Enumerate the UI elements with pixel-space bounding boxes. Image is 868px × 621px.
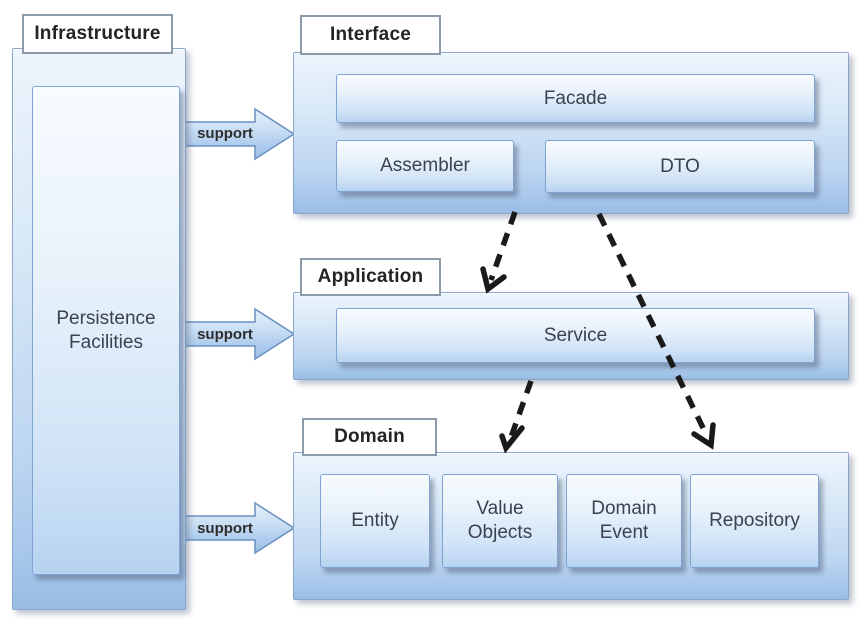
domain-label: Domain <box>302 418 437 456</box>
domain-event-label: Domain Event <box>591 498 657 543</box>
entity-box: Entity <box>320 474 430 568</box>
application-label-text: Application <box>317 266 424 287</box>
domain-label-text: Domain <box>334 426 405 447</box>
persistence-facilities-label: Persistence Facilities <box>56 307 156 353</box>
dashed-arrow-application-to-domain <box>499 380 534 454</box>
support-arrow-to-application <box>183 307 296 361</box>
support-arrow-label: support <box>197 326 253 343</box>
repository-box: Repository <box>690 474 819 568</box>
domain-event-box: Domain Event <box>566 474 682 568</box>
assembler-label: Assembler <box>380 155 470 177</box>
repository-label: Repository <box>709 510 800 532</box>
entity-label: Entity <box>351 510 399 532</box>
persistence-facilities-box: Persistence Facilities <box>32 86 180 575</box>
facade-box: Facade <box>336 74 815 123</box>
service-label: Service <box>543 324 608 346</box>
facade-label: Facade <box>543 87 608 109</box>
dto-label: DTO <box>660 155 700 177</box>
support-arrow-to-domain <box>183 501 296 555</box>
support-arrow-label: support <box>197 520 253 537</box>
assembler-box: Assembler <box>336 140 514 192</box>
service-box: Service <box>336 308 815 363</box>
dashed-arrow-interface-to-application <box>480 211 518 294</box>
interface-label: Interface <box>300 15 441 55</box>
interface-label-text: Interface <box>329 24 411 45</box>
support-arrow-label: support <box>197 125 253 142</box>
value-objects-label: Value Objects <box>467 498 533 543</box>
value-objects-box: Value Objects <box>442 474 558 568</box>
support-arrow-to-interface <box>183 107 296 161</box>
infrastructure-label: Infrastructure <box>22 14 173 54</box>
dto-box: DTO <box>545 140 815 193</box>
infrastructure-label-text: Infrastructure <box>34 23 161 44</box>
application-label: Application <box>300 258 441 296</box>
